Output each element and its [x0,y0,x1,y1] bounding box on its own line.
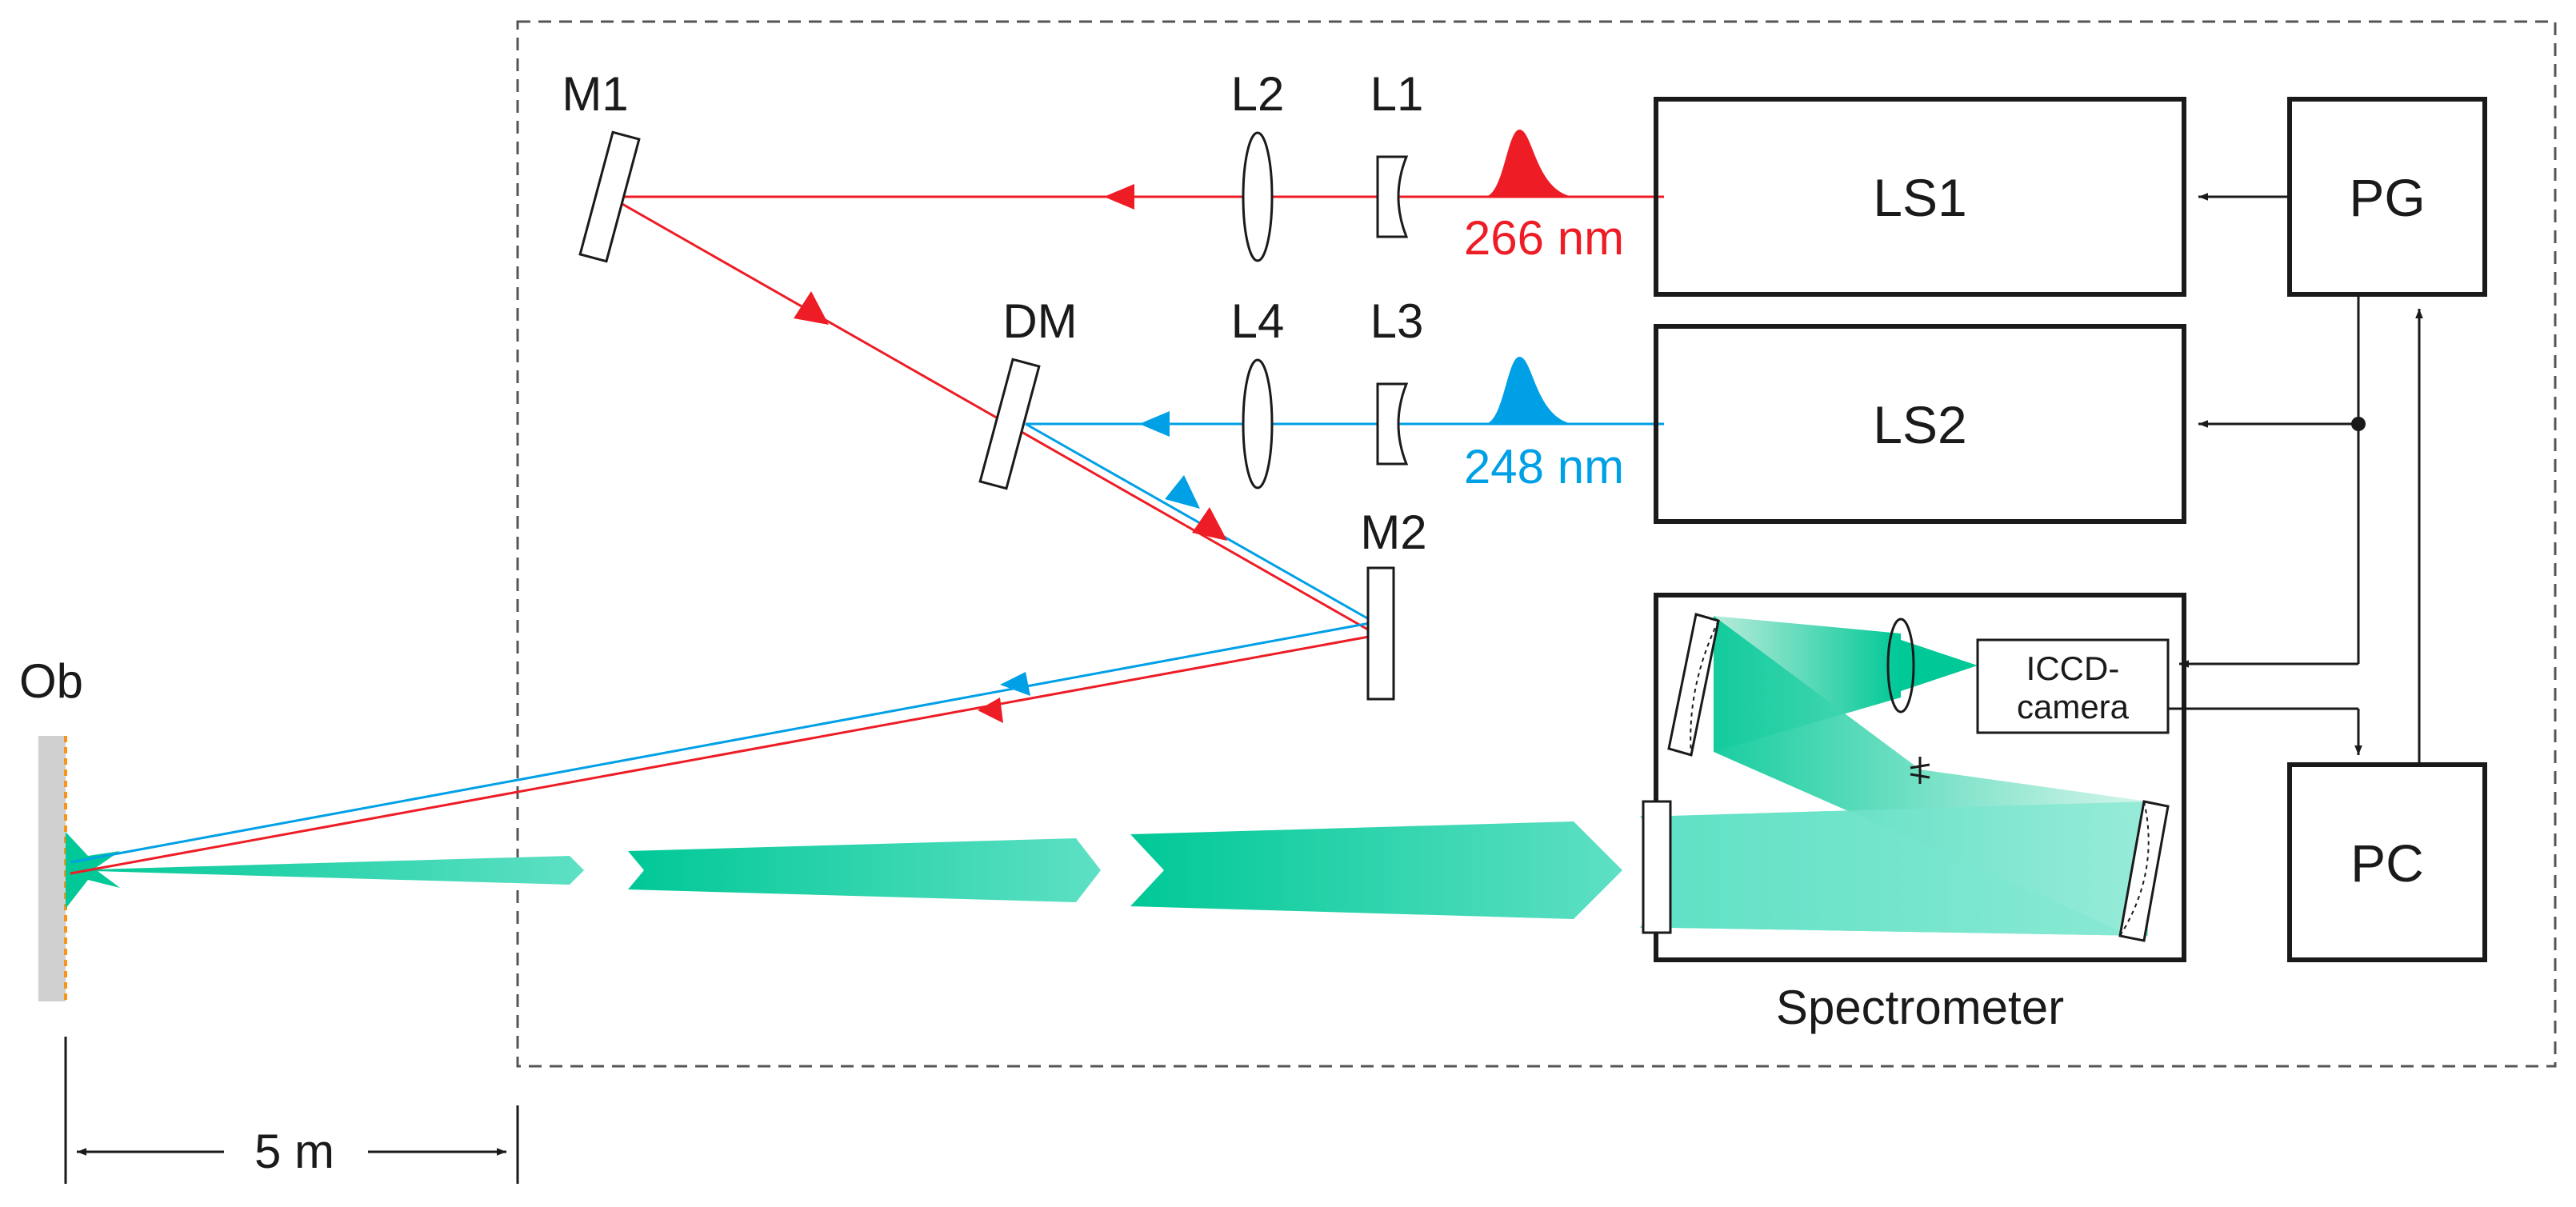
label-l1: L1 [1370,67,1424,121]
blue-arrows [1000,411,1200,696]
spectrometer-window [1642,800,1672,934]
label-ls1: LS1 [1873,168,1966,227]
label-wavelength-blue: 248 nm [1464,440,1624,494]
label-ls2: LS2 [1873,395,1966,454]
spectrometer-optics [1642,613,2170,942]
lens-l2 [1242,131,1274,262]
label-camera-line2: camera [2017,688,2130,725]
label-spectrometer: Spectrometer [1776,981,2064,1034]
label-m2: M2 [1360,506,1426,559]
label-wavelength-red: 266 nm [1464,211,1624,265]
ls2-box [1654,324,2186,524]
spectrometer-box [1654,593,2186,962]
pc-box [2287,762,2487,962]
mirror-m1 [578,130,641,263]
system-frame [516,20,2557,1068]
lens-l1 [1376,155,1409,238]
label-m1: M1 [562,67,628,121]
label-l4: L4 [1231,294,1285,348]
red-arrows [794,184,1227,723]
lens-l3 [1376,382,1409,466]
return-beam-segment-1 [66,856,584,885]
return-beam-segment-2 [628,838,1101,902]
red-pulse-shape [1485,129,1573,197]
concave-mirror-1 [1667,613,1720,757]
label-pc: PC [2350,833,2424,893]
return-beam-segment-3 [1130,821,1622,919]
connections [64,193,2423,1184]
junction-dot [2351,417,2366,431]
spectrometer-lens [1886,617,1915,713]
label-l2: L2 [1231,67,1285,121]
mirror-dm [978,358,1041,490]
label-l3: L3 [1370,294,1424,348]
object-plate [38,736,66,1001]
mirror-m2 [1366,566,1395,701]
concave-mirror-2 [2118,800,2170,942]
label-pg: PG [2349,168,2425,227]
label-camera-line1: ICCD- [2026,649,2120,687]
label-dm: DM [1002,294,1077,348]
spectrometer-light [1672,616,2148,936]
blue-pulse-shape [1485,356,1573,424]
blue-laser-path [70,422,1664,864]
lens-l4 [1242,358,1274,490]
label-ob: Ob [19,654,83,708]
ls1-box [1654,97,2186,297]
iccd-camera-box [1976,638,2170,734]
label-distance: 5 m [254,1125,334,1178]
